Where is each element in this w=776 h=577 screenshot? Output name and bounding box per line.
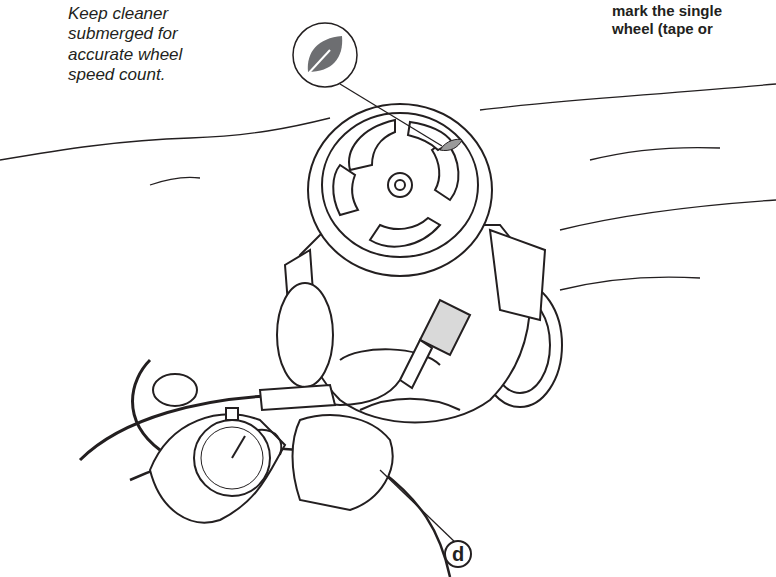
water-surface: [0, 84, 776, 290]
hose-float: [153, 374, 197, 406]
hands-with-stopwatch: [150, 408, 393, 523]
water-line: [560, 277, 700, 290]
wheel-hub: [395, 180, 405, 190]
callout-letter: d: [444, 540, 472, 568]
stopwatch-crown: [226, 408, 238, 420]
hose: [133, 360, 161, 450]
stopwatch: [194, 420, 270, 496]
leaf-vein: [306, 50, 330, 76]
instruction-note: mark the single wheel (tape or: [612, 2, 762, 38]
filter-fitting: [400, 340, 432, 388]
leader-line: [380, 470, 458, 545]
right-hand: [293, 415, 393, 510]
thumb: [258, 430, 281, 455]
stopwatch-hand: [232, 436, 245, 458]
water-line: [150, 177, 200, 185]
water-line: [590, 148, 720, 161]
side-wheel: [277, 283, 333, 387]
water-line: [560, 200, 776, 230]
stopwatch-dial: [201, 427, 263, 489]
left-hand: [150, 414, 285, 522]
hose-clamp: [260, 385, 335, 410]
icon-circle: [293, 23, 357, 87]
filter-and-hose: [80, 300, 470, 577]
wheel-hub: [388, 173, 412, 197]
instruction-note: Keep cleaner submerged for accurate whee…: [68, 4, 208, 86]
housing-detail: [360, 399, 460, 410]
drive-wheel: [308, 104, 492, 276]
leader-line: [340, 84, 442, 146]
wheel-tire: [308, 104, 492, 276]
side-flap: [490, 230, 545, 320]
water-line: [480, 84, 776, 110]
leaf-icon: [293, 23, 442, 146]
wheel-spoke: [349, 120, 395, 170]
wheel-rim: [322, 113, 478, 257]
water-line: [0, 118, 330, 160]
wheel-spoke: [370, 218, 440, 247]
wheel-spoke: [333, 165, 358, 215]
wheel-mark-leaf: [440, 139, 462, 150]
